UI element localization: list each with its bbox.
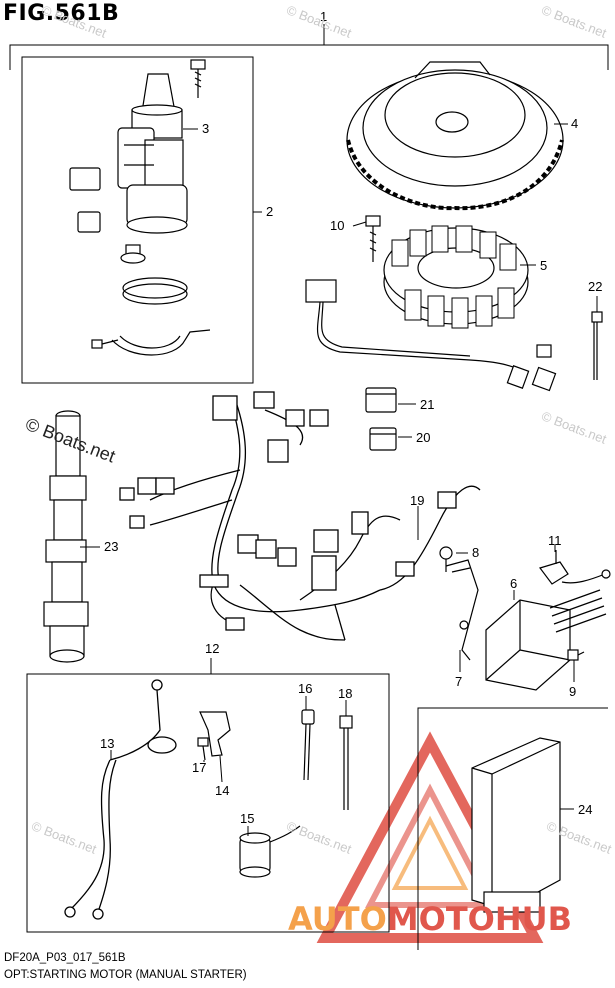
group-box-24 [417, 707, 608, 950]
callout-24: 24 [578, 802, 592, 817]
callout-20: 20 [416, 430, 430, 445]
cable-tie-16-drawing [301, 709, 315, 781]
callout-1: 1 [320, 9, 327, 24]
relay-20-drawing [369, 427, 397, 451]
figure-caption: OPT:STARTING MOTOR (MANUAL STARTER) [4, 969, 247, 981]
group-box-12 [26, 673, 390, 933]
flywheel-drawing [346, 61, 564, 211]
camshaft-drawing [43, 410, 89, 663]
stator-bolt-drawing [365, 215, 381, 262]
regulator-bracket-drawing [445, 559, 479, 661]
regulator-drawing [485, 589, 607, 691]
group-box-2 [21, 56, 254, 384]
callout-6: 6 [510, 576, 517, 591]
leader-lines [80, 123, 598, 836]
terminal-wire-drawing [561, 569, 611, 584]
bolt-17-drawing [197, 737, 209, 761]
callout-8: 8 [472, 545, 479, 560]
figure-code: DF20A_P03_017_561B [4, 952, 126, 964]
callout-5: 5 [540, 258, 547, 273]
callout-23: 23 [104, 539, 118, 554]
starter-motor-drawing [117, 73, 188, 234]
callout-9: 9 [569, 684, 576, 699]
wire-harness-drawing [119, 391, 481, 641]
stator-drawing [383, 225, 529, 329]
callout-14: 14 [215, 783, 229, 798]
callout-12: 12 [205, 641, 219, 656]
assembly-bracket-1 [9, 24, 609, 70]
callout-21: 21 [420, 397, 434, 412]
callout-3: 3 [202, 121, 209, 136]
battery-cable-13-drawing [64, 679, 177, 920]
callout-2: 2 [266, 204, 273, 219]
callout-19: 19 [410, 493, 424, 508]
stator-wiring-drawing [305, 279, 557, 392]
callout-16: 16 [298, 681, 312, 696]
callout-15: 15 [240, 811, 254, 826]
starter-relay-drawing [69, 167, 146, 264]
callout-10: 10 [330, 218, 344, 233]
relay-21-drawing [365, 387, 397, 413]
callout-11: 11 [548, 533, 562, 548]
ecm-unit-drawing [471, 737, 561, 913]
bolt-9-drawing [567, 649, 585, 661]
callout-17: 17 [192, 760, 206, 775]
bolt-8-drawing [439, 546, 453, 572]
starter-band-bracket-drawing [91, 277, 211, 356]
callout-22: 22 [588, 279, 602, 294]
brand-auto: AUTO [288, 900, 387, 938]
brand-hub: HUB [494, 900, 573, 938]
cable-tie-18-drawing [339, 715, 353, 810]
callout-7: 7 [455, 674, 462, 689]
callout-4: 4 [571, 116, 578, 131]
cable-clamp-14-drawing [199, 711, 231, 757]
figure-title: FIG.561B [3, 1, 120, 26]
cable-tie-22-drawing [591, 311, 603, 380]
callout-numbers: 1 2 3 4 5 6 7 8 9 10 11 12 13 14 15 16 1… [100, 9, 602, 826]
automotohub-logo-text: AUTOMOTOHUB [288, 900, 572, 938]
cap-11-drawing [539, 550, 569, 585]
switch-15-drawing [239, 825, 301, 878]
brand-moto: MOTO [386, 900, 495, 938]
starter-bolt-drawing [190, 59, 206, 98]
callout-13: 13 [100, 736, 114, 751]
callout-18: 18 [338, 686, 352, 701]
